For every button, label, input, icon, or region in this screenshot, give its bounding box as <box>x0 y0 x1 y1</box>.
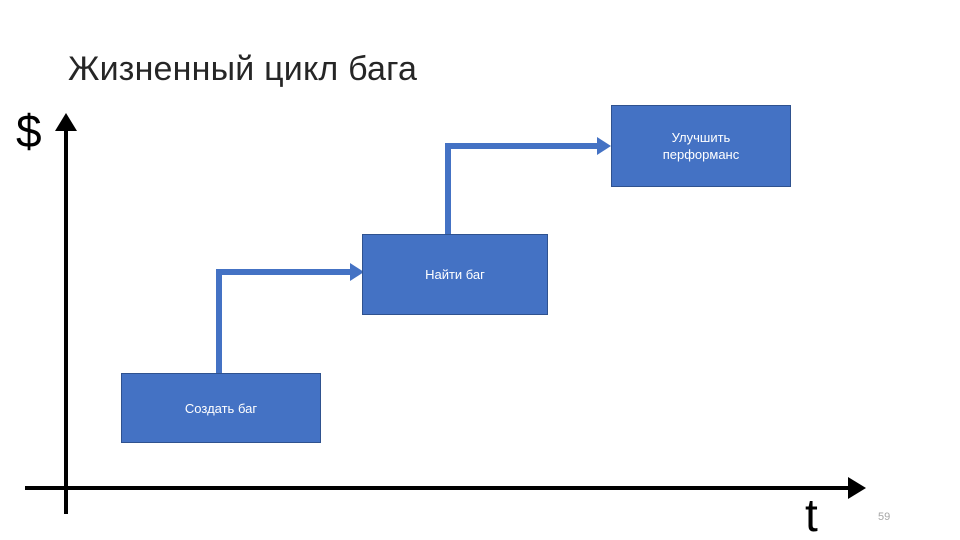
process-box-improve-performance-label: Улучшить перформанс <box>662 130 740 162</box>
process-box-create-bug[interactable]: Создать баг <box>121 373 321 443</box>
arrow-right-icon <box>597 137 611 155</box>
connector-find-bug-to-improve-performance-vertical <box>445 143 451 236</box>
process-box-find-bug-label: Найти баг <box>425 267 485 282</box>
process-box-find-bug[interactable]: Найти баг <box>362 234 548 315</box>
x-axis-line <box>25 486 855 490</box>
process-box-improve-performance[interactable]: Улучшить перформанс <box>611 105 791 187</box>
arrow-right-icon <box>350 263 364 281</box>
arrow-right-icon <box>848 477 866 499</box>
y-axis-label: $ <box>16 105 42 157</box>
page-number: 59 <box>878 511 891 523</box>
y-axis-line <box>64 128 68 514</box>
connector-create-bug-to-find-bug-vertical <box>216 269 222 374</box>
process-box-create-bug-label: Создать баг <box>184 400 258 416</box>
x-axis-label: t <box>805 489 818 540</box>
connector-find-bug-to-improve-performance-horizontal <box>445 143 600 149</box>
arrow-up-icon <box>55 113 77 131</box>
connector-create-bug-to-find-bug-horizontal <box>216 269 353 275</box>
page-title: Жизненный цикл бага <box>68 50 418 88</box>
